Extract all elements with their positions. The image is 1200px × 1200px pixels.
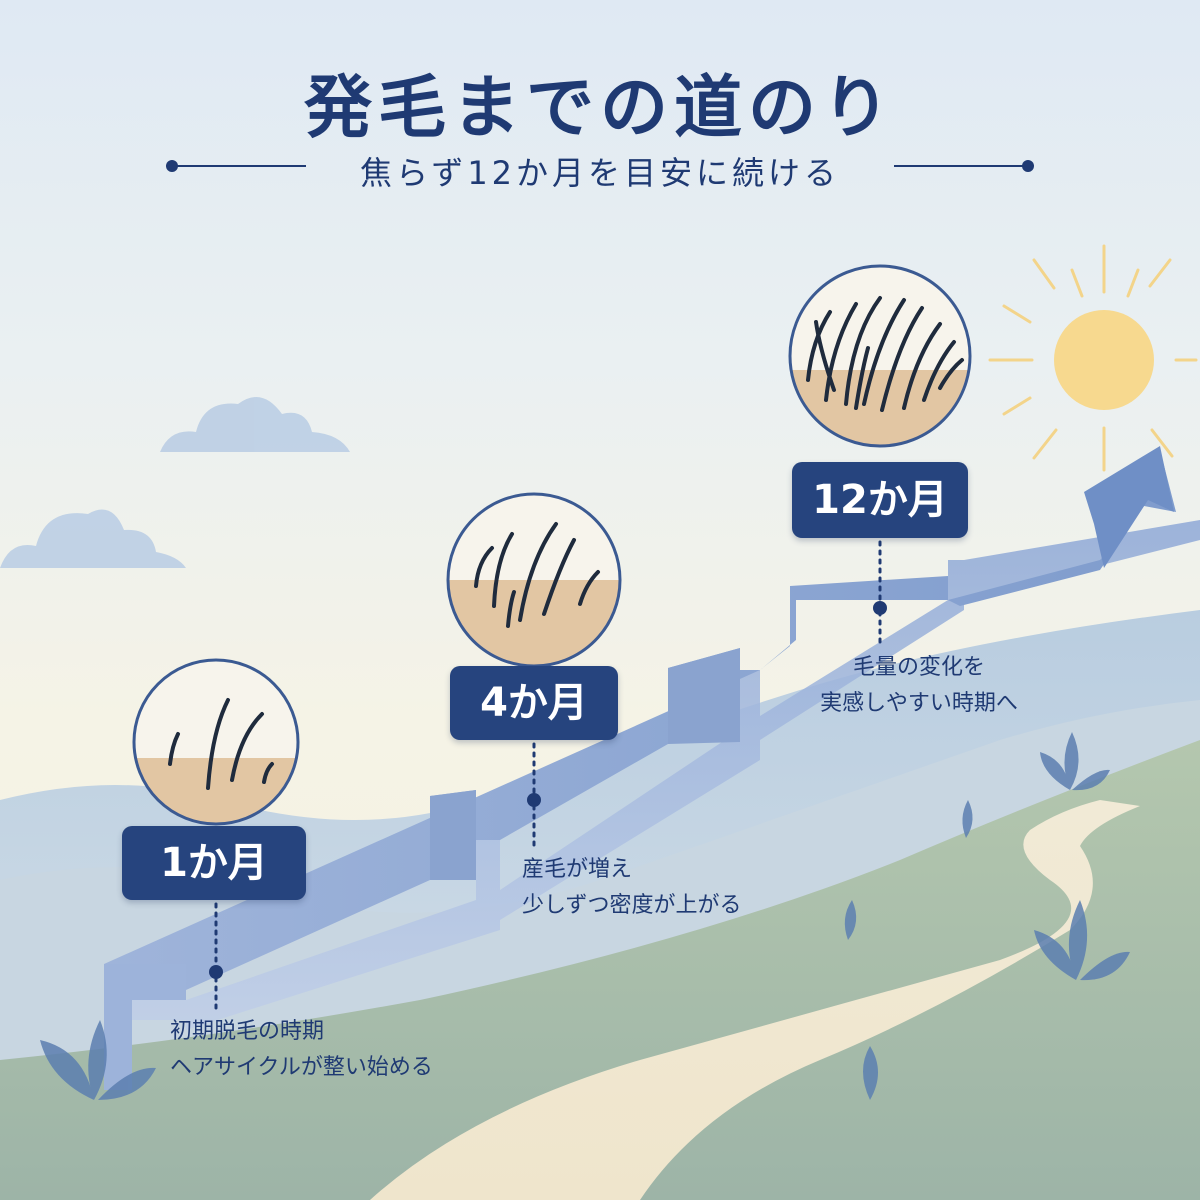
- caption-line: 産毛が増え: [522, 857, 633, 882]
- connector-dot-2: [527, 793, 541, 807]
- subtitle-line-left: [176, 165, 306, 167]
- subtitle-line-right: [894, 165, 1024, 167]
- milestone-caption-3: 毛量の変化を 実感しやすい時期へ: [800, 650, 1038, 722]
- subtitle: 焦らず12か月を目安に続ける: [359, 154, 841, 192]
- milestone-badge-3: 12か月: [792, 462, 968, 538]
- milestone-badge-2: 4か月: [450, 666, 618, 740]
- caption-line: 実感しやすい時期へ: [820, 691, 1018, 716]
- connector-dot-3: [873, 601, 887, 615]
- hair-circle-2: [446, 492, 622, 668]
- caption-line: ヘアサイクルが整い始める: [170, 1055, 433, 1080]
- milestone-caption-1: 初期脱毛の時期 ヘアサイクルが整い始める: [170, 1014, 433, 1086]
- caption-line: 毛量の変化を: [852, 655, 985, 680]
- caption-line: 初期脱毛の時期: [170, 1019, 325, 1044]
- caption-line: 少しずつ密度が上がる: [522, 893, 742, 918]
- hair-circle-3: [788, 264, 972, 448]
- subtitle-dot-right: [1022, 160, 1034, 172]
- cloud-icon: [0, 396, 350, 568]
- subtitle-row: 焦らず12か月を目安に続ける: [160, 148, 1040, 192]
- milestone-badge-1: 1か月: [122, 826, 306, 900]
- milestone-caption-2: 産毛が増え 少しずつ密度が上がる: [522, 852, 742, 924]
- staircase: [104, 446, 1200, 1090]
- connector-dot-1: [209, 965, 223, 979]
- subtitle-dot-left: [166, 160, 178, 172]
- sun-icon: [988, 244, 1198, 472]
- arrow-head: [1084, 446, 1174, 568]
- plant-icon: [40, 732, 1130, 1100]
- page-title: 発毛までの道のり: [303, 69, 896, 148]
